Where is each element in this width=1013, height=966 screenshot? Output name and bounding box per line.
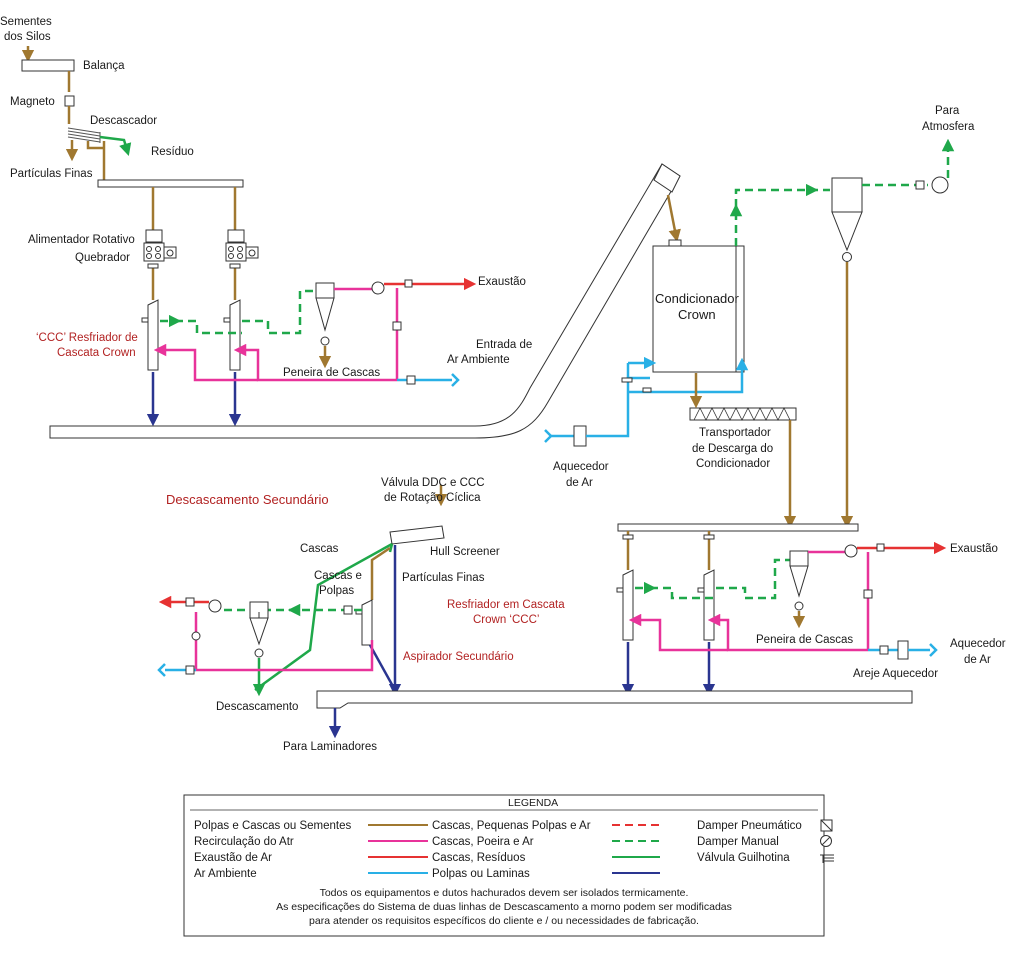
label-descascador: Descascador [90,115,157,127]
label-particulas-finas-mid: Partículas Finas [402,572,485,584]
conditioner-box [652,245,737,373]
legend-left-4: Ar Ambiente [194,868,257,880]
right-line [616,523,947,697]
hull-screener [389,525,445,545]
legend-note-2: As especificações do Sistema de duas lin… [276,901,732,913]
legend-mid-3: Cascas, Resíduos [432,852,526,864]
label-magneto: Magneto [10,96,55,108]
legend-box [183,794,825,937]
label-silos: dos Silos [4,31,51,43]
air-heater [573,425,587,447]
label-para-laminadores: Para Laminadores [283,741,377,753]
label-cascas-e: Cascas e [314,570,362,582]
left-line [141,187,477,427]
label-para: Para [935,105,960,117]
legend-right-3: Válvula Guilhotina [697,852,790,864]
labels: Sementes dos Silos Balança Magneto Desca… [0,16,1006,753]
guillotine-valve-icon [820,854,834,863]
feed-section [21,46,244,188]
label-descascamento-secundario: Descascamento Secundário [166,492,329,507]
secondary-section [157,485,913,739]
label-areje: Areje Aquecedor [853,668,938,680]
label-ar-ambiente: Ar Ambiente [447,354,510,366]
label-crown: Crown [678,307,716,322]
label-transportador: Transportador [699,427,771,439]
inclined-conveyor [49,163,681,439]
legend-left-2: Recirculação do Atr [194,836,294,848]
label-rotacao: de Rotação Cíclica [384,492,481,504]
right-conveyor [617,523,859,532]
legend-note-3: para atender os requisitos específicos d… [309,915,699,927]
label-aquecedor-right: Aquecedor [950,638,1006,650]
pneumatic-damper-icon [820,819,833,832]
legend: LEGENDA Polpas e Cascas ou Sementes Reci… [183,794,834,937]
label-resfriador: Resfriador em Cascata [447,599,565,611]
label-de-ar: de Ar [566,477,593,489]
legend-note-1: Todos os equipamentos e dutos hachurados… [320,887,689,899]
label-cascas: Cascas [300,543,339,555]
legend-mid-2: Cascas, Poeira e Ar [432,836,534,848]
label-valvula: Válvula DDC e CCC [381,477,485,489]
label-peneira-right: Peneira de Cascas [756,634,853,646]
label-alimentador: Alimentador Rotativo [28,234,135,246]
label-descascamento: Descascamento [216,701,298,713]
label-cascata: Cascata Crown [57,347,136,359]
label-aquecedor: Aquecedor [553,461,609,473]
label-descarga: de Descarga do [692,443,773,455]
label-polpas: Polpas [319,585,354,597]
label-sementes: Sementes [0,16,52,28]
label-residuo: Resíduo [151,146,194,158]
top-conveyor [97,179,244,188]
label-quebrador: Quebrador [75,252,130,264]
magnet [64,95,75,107]
label-exaustao-top: Exaustão [478,276,526,288]
bottom-conveyor [316,690,913,709]
legend-right-2: Damper Manual [697,836,779,848]
balance-scale [21,59,75,72]
label-crown-ccc: Crown ‘CCC’ [473,614,539,626]
label-condicionador-2: Condicionador [696,458,770,470]
label-condicionador: Condicionador [655,291,740,306]
label-balanca: Balança [83,60,125,72]
legend-left-3: Exaustão de Ar [194,852,272,864]
manual-damper-icon [820,835,832,847]
label-aspirador: Aspirador Secundário [403,651,514,663]
label-particulas-finas-top: Partículas Finas [10,168,93,180]
label-de-ar-right: de Ar [964,654,991,666]
legend-left-1: Polpas e Cascas ou Sementes [194,820,352,832]
label-hull-screener: Hull Screener [430,546,500,558]
label-entrada: Entrada de [476,339,532,351]
label-atmosfera: Atmosfera [922,121,975,133]
label-exaustao-right: Exaustão [950,543,998,555]
legend-title: LEGENDA [508,797,558,809]
label-peneira-top: Peneira de Cascas [283,367,380,379]
legend-mid-4: Polpas ou Laminas [432,868,530,880]
conditioner-section [544,138,955,529]
legend-mid-1: Cascas, Pequenas Polpas e Ar [432,820,591,832]
label-ccc1: ‘CCC’ Resfriador de [36,332,138,344]
legend-right-1: Damper Pneumático [697,820,802,832]
